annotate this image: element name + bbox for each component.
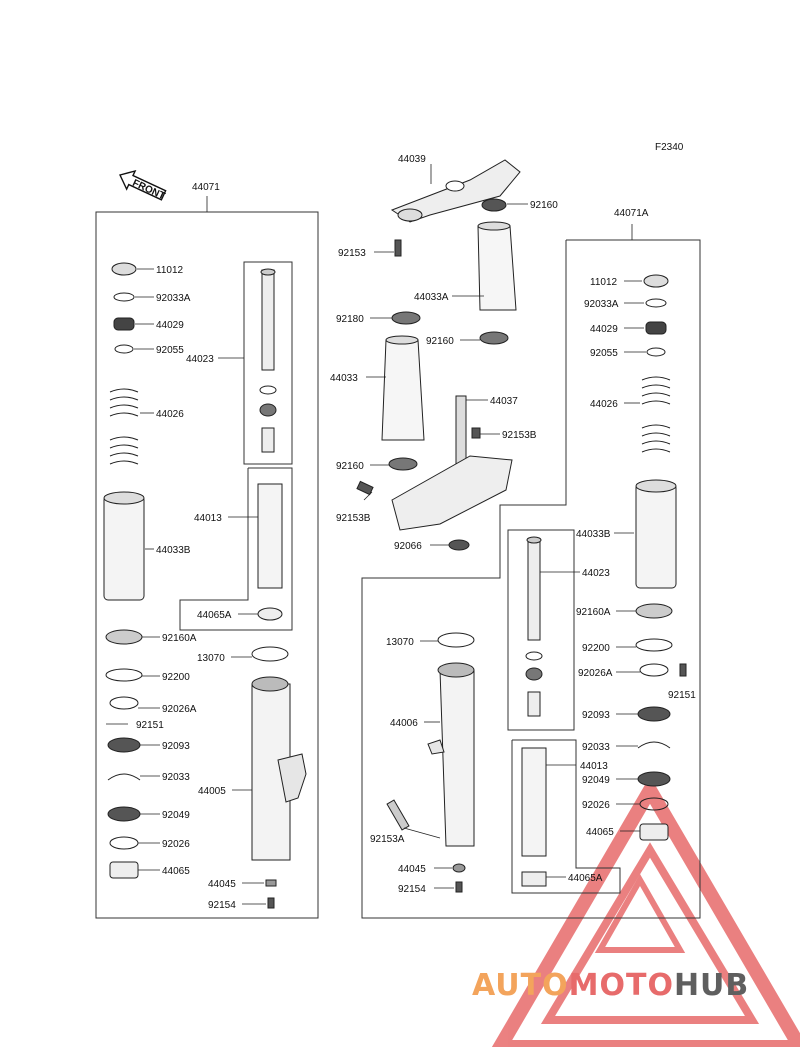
part-label: 92160 xyxy=(336,461,364,472)
part-label: 92093 xyxy=(162,741,190,752)
part-label: 92055 xyxy=(156,345,184,356)
part-label: 92151 xyxy=(668,690,696,701)
svg-text:AUTOMOTOHUB: AUTOMOTOHUB xyxy=(472,968,749,1003)
part-label: 44065A xyxy=(568,873,603,884)
part-label: 13070 xyxy=(386,637,414,648)
figure-code: F2340 xyxy=(655,142,684,153)
part-label: 92033 xyxy=(582,742,610,753)
left-assembly-number: 44071 xyxy=(192,182,220,193)
center-assembly: 44039 92160 92153 44033A 92180 92160 440… xyxy=(330,154,558,552)
part-label: 44006 xyxy=(390,718,418,729)
part-label: 92055 xyxy=(590,348,618,359)
part-label: 44026 xyxy=(590,399,618,410)
part-label: 44013 xyxy=(194,513,222,524)
part-label: 92160 xyxy=(426,336,454,347)
part-label: 92153A xyxy=(370,834,405,845)
part-label: 92154 xyxy=(208,900,236,911)
part-label: 44033A xyxy=(414,292,449,303)
part-label: 44065A xyxy=(197,610,232,621)
part-label: 44037 xyxy=(490,396,518,407)
part-label: 44065 xyxy=(162,866,190,877)
part-label: 92153B xyxy=(336,513,371,524)
part-label: 92153 xyxy=(338,248,366,259)
watermark-text: AUTOMOTOHUB xyxy=(472,968,749,1003)
watermark-part-3: HUB xyxy=(674,968,749,1003)
part-label: 92033A xyxy=(584,299,619,310)
front-label: FRONT xyxy=(131,178,167,203)
part-label: 44026 xyxy=(156,409,184,420)
part-label: 92026A xyxy=(578,668,613,679)
right-assembly-number: 44071A xyxy=(614,208,649,219)
part-label: 92026 xyxy=(162,839,190,850)
watermark-part-2: MOTO xyxy=(569,968,674,1003)
part-label: 13070 xyxy=(197,653,225,664)
part-label: 11012 xyxy=(590,277,618,288)
part-label: 92049 xyxy=(162,810,190,821)
watermark-part-1: AUTO xyxy=(472,968,569,1003)
part-label: 92033A xyxy=(156,293,191,304)
part-label: 92160A xyxy=(162,633,197,644)
part-label: 92200 xyxy=(162,672,190,683)
part-label: 92154 xyxy=(398,884,426,895)
part-label: 92153B xyxy=(502,430,537,441)
part-label: 92200 xyxy=(582,643,610,654)
part-label: 44033B xyxy=(576,529,611,540)
part-label: 44029 xyxy=(590,324,618,335)
part-label: 44065 xyxy=(586,827,614,838)
part-label: 92160A xyxy=(576,607,611,618)
part-label: 44033 xyxy=(330,373,358,384)
part-label: 44013 xyxy=(580,761,608,772)
part-label: 44039 xyxy=(398,154,426,165)
left-assembly: 44071 xyxy=(95,182,319,919)
part-label: 11012 xyxy=(156,265,184,276)
part-label: 92151 xyxy=(136,720,164,731)
part-label: 92066 xyxy=(394,541,422,552)
part-label: 92180 xyxy=(336,314,364,325)
part-label: 44029 xyxy=(156,320,184,331)
part-label: 44005 xyxy=(198,786,226,797)
right-assembly: 44071A xyxy=(361,208,701,919)
part-label: 92026 xyxy=(582,800,610,811)
front-arrow-icon: FRONT xyxy=(119,169,167,203)
part-label: 92033 xyxy=(162,772,190,783)
part-label: 44033B xyxy=(156,545,191,556)
part-label: 44045 xyxy=(208,879,236,890)
part-label: 92026A xyxy=(162,704,197,715)
right-assembly-box xyxy=(361,239,701,919)
part-label: 92160 xyxy=(530,200,558,211)
part-label: 44045 xyxy=(398,864,426,875)
part-label: 44023 xyxy=(186,354,214,365)
part-label: 44023 xyxy=(582,568,610,579)
part-label: 92093 xyxy=(582,710,610,721)
part-label: 92049 xyxy=(582,775,610,786)
